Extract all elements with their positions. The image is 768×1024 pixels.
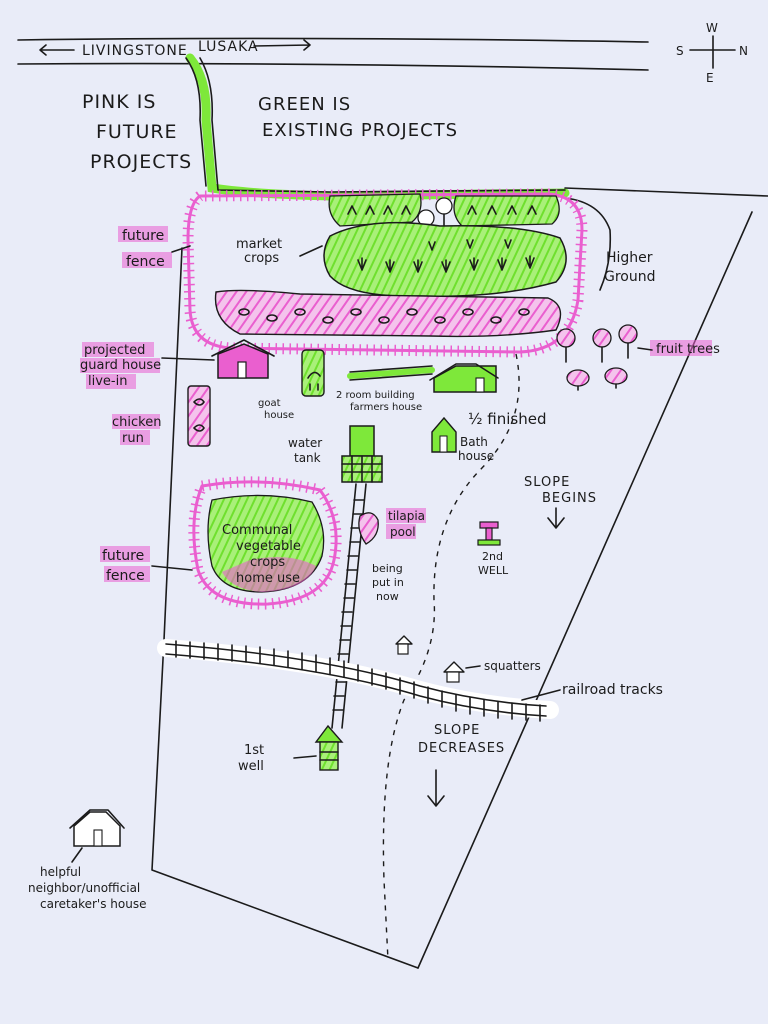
label-well: WELL [478,564,509,577]
main-road: LIVINGSTONE LUSAKA [17,37,649,71]
label-water: water [288,436,322,450]
label-tilapia: tilapia [388,509,425,523]
label-farmers-house: farmers house [350,402,422,413]
label-2-room-building: 2 room building [336,390,415,401]
label-fruit-trees: fruit trees [656,342,720,357]
existing-crop-strip [328,193,560,241]
label-crops: crops [244,251,279,266]
label-ground: Ground [604,269,656,285]
compass-north: N [739,44,748,58]
road-label-livingstone: LIVINGSTONE [82,43,188,59]
label-1st: 1st [244,743,264,758]
label-neighbor: neighbor/unofficial [28,881,140,895]
label-market: market [236,237,282,252]
compass-east: E [706,71,714,85]
squatter-huts: squatters [395,635,541,683]
legend-green-line2: EXISTING PROJECTS [262,120,458,141]
water-tank: water tank [288,425,383,483]
label-squatters: squatters [484,659,541,673]
compass-south: S [676,44,684,58]
bath-house: ½ finished Bath house [431,410,547,463]
farmers-house: 2 room building farmers house [336,363,499,413]
second-well: 2nd WELL [477,521,509,577]
legend-green-line1: GREEN IS [258,94,351,115]
label-future-fence-1-a: future [122,228,164,244]
legend-pink-line2: FUTURE [96,121,178,143]
label-future-fence-1-b: fence [126,254,165,270]
garden-path [347,367,435,379]
main-field-fence [182,188,588,358]
legend-pink-line3: PROJECTS [90,151,192,173]
garden-path-edges [349,365,433,381]
label-future-fence-1: future fence [118,226,191,270]
slope-decreases-note: SLOPE DECREASES [418,723,505,807]
label-home-use: home use [236,571,300,586]
label-helpful: helpful [40,865,81,879]
market-crops-pointer [299,245,323,257]
label-now: now [376,590,399,603]
label-future-fence-2: future fence [100,546,193,584]
market-crops-plot [323,221,567,297]
communal-garden: Communal vegetable crops home use [188,476,342,610]
label-first-well: well [238,759,264,774]
label-tank: tank [294,451,321,465]
compass-west: W [706,21,718,35]
slope-begins-note: SLOPE BEGINS [524,475,597,529]
goat-house: goat house [258,349,325,421]
label-communal: Communal [222,523,292,538]
label-put-in: put in [372,576,404,589]
label-caretaker: caretaker's house [40,897,146,911]
label-vegetable: vegetable [236,539,301,554]
label-crops-home: crops [250,555,285,570]
label-live-in: live-in [88,374,127,389]
projected-guard-house: projected guard house live-in [80,339,275,389]
label-run: run [122,431,144,446]
first-well: 1st well [238,724,344,774]
label-being: being [372,562,403,575]
chicken-run: chicken run [112,385,211,447]
label-projected: projected [84,343,145,358]
label-2nd: 2nd [482,550,503,563]
label-half-finished: ½ finished [468,410,547,428]
label-pool: pool [390,525,416,539]
label-goat: goat [258,398,281,409]
label-bath: Bath [460,435,488,449]
label-slope-begins-b: BEGINS [542,491,597,506]
property-boundary [151,211,753,969]
label-guard-house: guard house [80,358,161,373]
dirt-track [382,353,520,961]
label-slope-decreases-a: SLOPE [434,723,480,738]
fruit-trees: fruit trees [556,324,720,391]
railroad-tracks: railroad tracks [157,639,663,722]
label-bath-house: house [458,449,494,463]
label-future-fence-2-b: fence [106,568,145,584]
tilapia-pool: tilapia pool [358,508,426,545]
label-slope-decreases-b: DECREASES [418,741,505,756]
neighbor-house: helpful neighbor/unofficial caretaker's … [28,809,146,911]
legend-pink-line1: PINK IS [82,91,156,113]
future-crop-strip [214,289,562,338]
compass-rose: W N E S [676,21,748,85]
legend: PINK IS FUTURE PROJECTS GREEN IS EXISTIN… [82,91,458,173]
road-label-lusaka: LUSAKA [198,39,259,55]
water-pipe: being put in now [331,483,404,729]
label-future-fence-2-a: future [102,548,144,564]
label-higher: Higher [606,250,653,266]
label-railroad-tracks: railroad tracks [562,682,663,698]
label-chicken: chicken [112,415,161,430]
label-goat-house: house [264,410,294,421]
label-slope-begins-a: SLOPE [524,475,570,490]
